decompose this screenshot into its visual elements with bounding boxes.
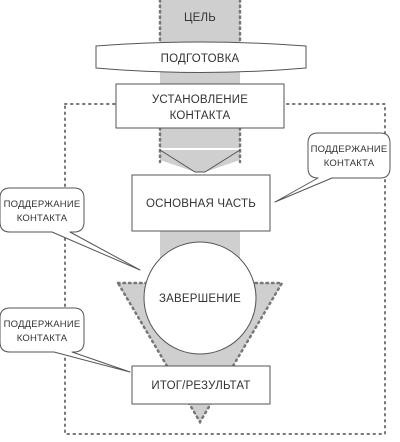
chevron-arrow (160, 150, 240, 172)
callout-bubble-right (274, 132, 391, 203)
main-part-label: ОСНОВНАЯ ЧАСТЬ (146, 198, 256, 210)
establish-contact-label-line1: УСТАНОВЛЕНИЕ (152, 94, 248, 106)
callout-left-bottom-line2: КОНТАКТА (17, 333, 68, 344)
main-part-box (131, 174, 271, 232)
callout-bubble-left-bottom (0, 307, 131, 373)
callout-right-line1: ПОДДЕРЖАНИЕ (311, 144, 388, 155)
contact-frame (64, 103, 386, 435)
establish-contact-label-line2: КОНТАКТА (170, 110, 231, 122)
completion-label: ЗАВЕРШЕНИЕ (159, 293, 241, 305)
goal-label: ЦЕЛЬ (184, 12, 216, 24)
callout-left-middle-line2: КОНТАКТА (17, 213, 68, 224)
preparation-banner (95, 41, 307, 73)
callout-right-line2: КОНТАКТА (324, 158, 375, 169)
callout-left-bottom-line1: ПОДДЕРЖАНИЕ (4, 319, 81, 330)
result-box (131, 365, 271, 405)
establish-contact-box (115, 83, 285, 129)
chevron-outline (159, 149, 241, 173)
column-between-contact-and-main (160, 128, 240, 148)
callout-bubble-left-middle (0, 187, 141, 271)
result-label: ИТОГ/РЕЗУЛЬТАТ (151, 380, 250, 392)
callout-left-middle-line1: ПОДДЕРЖАНИЕ (4, 199, 81, 210)
completion-circle (143, 241, 257, 355)
preparation-label: ПОДГОТОВКА (161, 53, 240, 65)
